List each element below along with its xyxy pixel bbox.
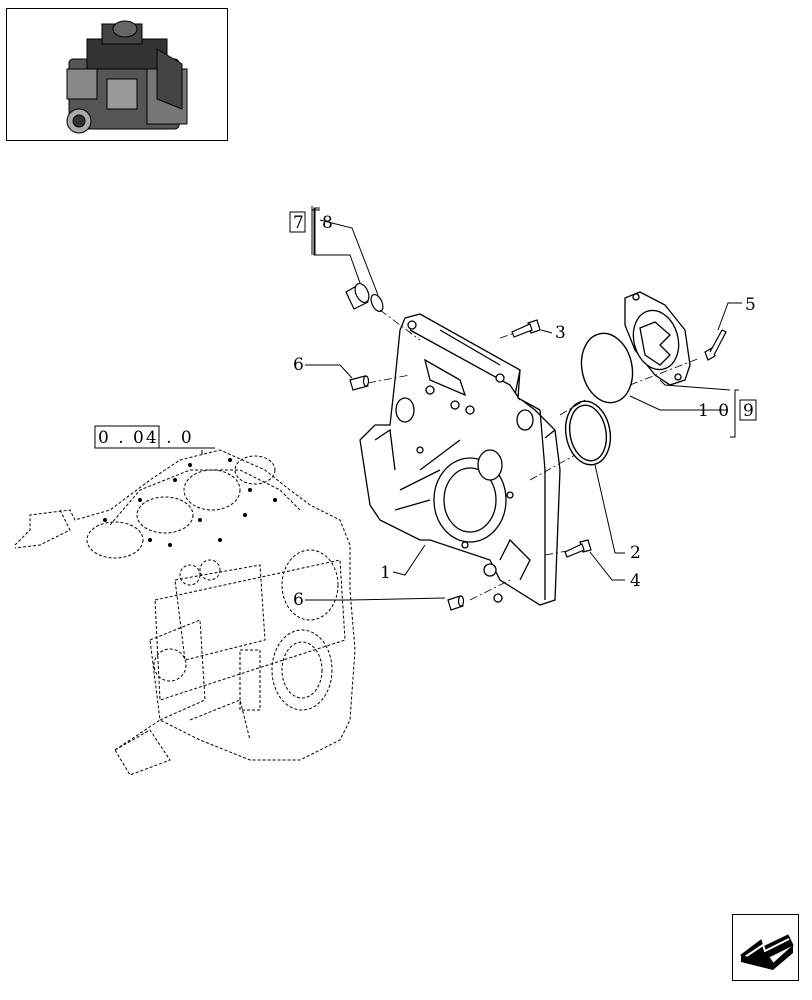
ref-box-9-label: 9 (743, 401, 754, 421)
callout-8: 8 (322, 213, 333, 233)
engine-block-outline (14, 449, 356, 776)
pump-cover-part (624, 291, 691, 386)
callout-5: 5 (745, 295, 756, 315)
bolt-5-part (704, 329, 727, 361)
callout-4: 4 (630, 571, 641, 591)
ref-box-7 (289, 211, 306, 233)
o-ring-part (564, 400, 612, 466)
timing-cover-part (359, 313, 561, 606)
callout-3: 3 (555, 323, 566, 343)
plug-7-part (345, 282, 370, 310)
seal-ring-part (580, 332, 634, 404)
group-ref-label: 0 . 04 . 0 (98, 428, 194, 448)
group-ref-box (94, 425, 160, 449)
callout-2: 2 (630, 543, 641, 563)
dowel-pin-lower-part (447, 595, 465, 611)
callout-6-lower: 6 (293, 590, 304, 610)
engine-thumbnail-icon (66, 20, 188, 134)
washer-8-part (370, 293, 384, 313)
ref-box-9 (739, 399, 757, 421)
engine-thumbnail (6, 8, 228, 141)
callout-10: 1 0 (698, 401, 731, 421)
leader-lines (201, 206, 742, 601)
center-lines (367, 309, 701, 601)
next-page-arrow-icon (739, 934, 794, 970)
bolt-4-part (564, 539, 592, 558)
next-page-button[interactable] (732, 914, 799, 981)
callout-1: 1 (380, 563, 391, 583)
engine-block-dots (103, 458, 277, 547)
ref-box-7-label: 7 (293, 213, 304, 233)
bolt-3-part (511, 319, 541, 338)
bracket-7-8 (313, 207, 320, 256)
callout-6-upper: 6 (293, 355, 304, 375)
dowel-pin-upper-part (349, 375, 370, 391)
